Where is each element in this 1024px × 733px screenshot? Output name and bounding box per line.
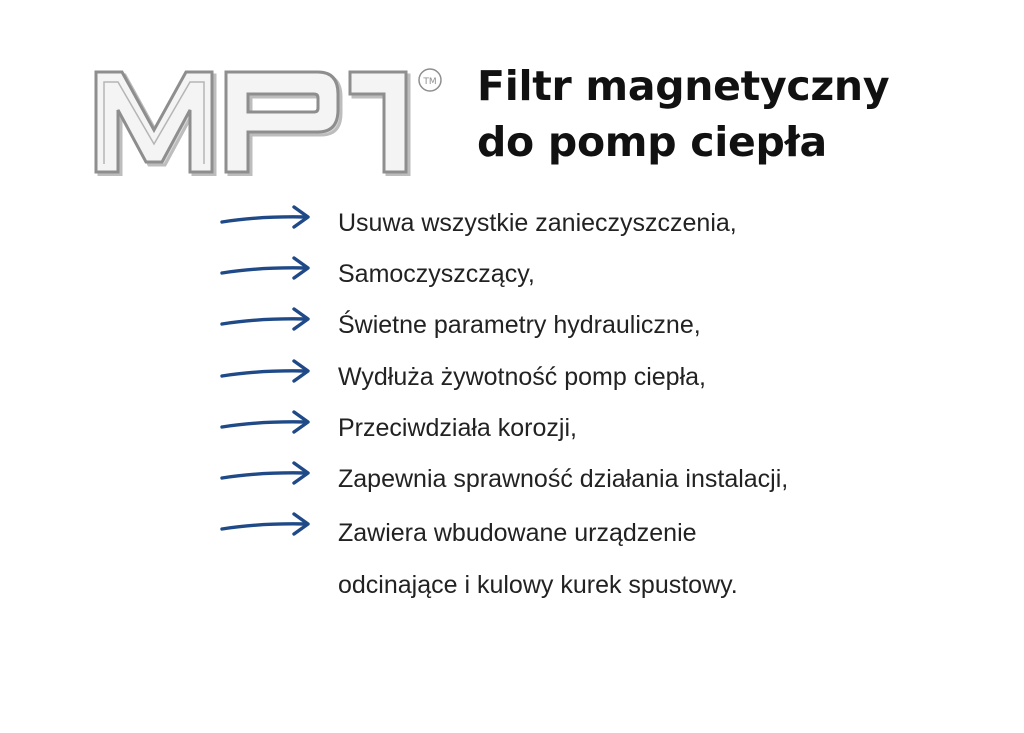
feature-list: Usuwa wszystkie zanieczyszczenia, Samocz… (220, 202, 1000, 611)
feature-text: Wydłuża żywotność pomp ciepła, (338, 362, 706, 391)
list-item: Zapewnia sprawność działania instalacji, (220, 458, 1000, 509)
list-item: Wydłuża żywotność pomp ciepła, (220, 356, 1000, 407)
trademark-mark: TM (422, 77, 436, 87)
list-item: Samoczyszczący, (220, 253, 1000, 304)
headline: Filtr magnetyczny do pomp ciepła (477, 58, 997, 170)
mp1-logo: TM (94, 68, 442, 176)
feature-text-multiline: Zawiera wbudowane urządzenie odcinające … (338, 507, 738, 611)
list-item: Usuwa wszystkie zanieczyszczenia, (220, 202, 1000, 253)
feature-text: Świetne parametry hydrauliczne, (338, 311, 701, 340)
arrow-right-icon (220, 307, 310, 332)
feature-text: Przeciwdziała korozji, (338, 413, 577, 442)
arrow-right-icon (220, 512, 310, 536)
list-item: Zawiera wbudowane urządzenie odcinające … (220, 509, 1000, 611)
arrow-right-icon (220, 358, 310, 383)
feature-text: Zapewnia sprawność działania instalacji, (338, 464, 789, 493)
headline-line-1: Filtr magnetyczny (477, 62, 890, 110)
arrow-right-icon (220, 461, 310, 485)
feature-text: Samoczyszczący, (338, 260, 535, 289)
feature-text-line-1: Zawiera wbudowane urządzenie (338, 519, 697, 548)
arrow-right-icon (220, 410, 310, 434)
arrow-right-icon (220, 205, 310, 229)
feature-text-line-2: odcinające i kulowy kurek spustowy. (338, 571, 738, 600)
headline-line-2: do pomp ciepła (477, 118, 827, 166)
arrow-right-icon (220, 256, 310, 280)
list-item: Przeciwdziała korozji, (220, 407, 1000, 458)
feature-text: Usuwa wszystkie zanieczyszczenia, (338, 209, 737, 237)
list-item: Świetne parametry hydrauliczne, (220, 304, 1000, 355)
